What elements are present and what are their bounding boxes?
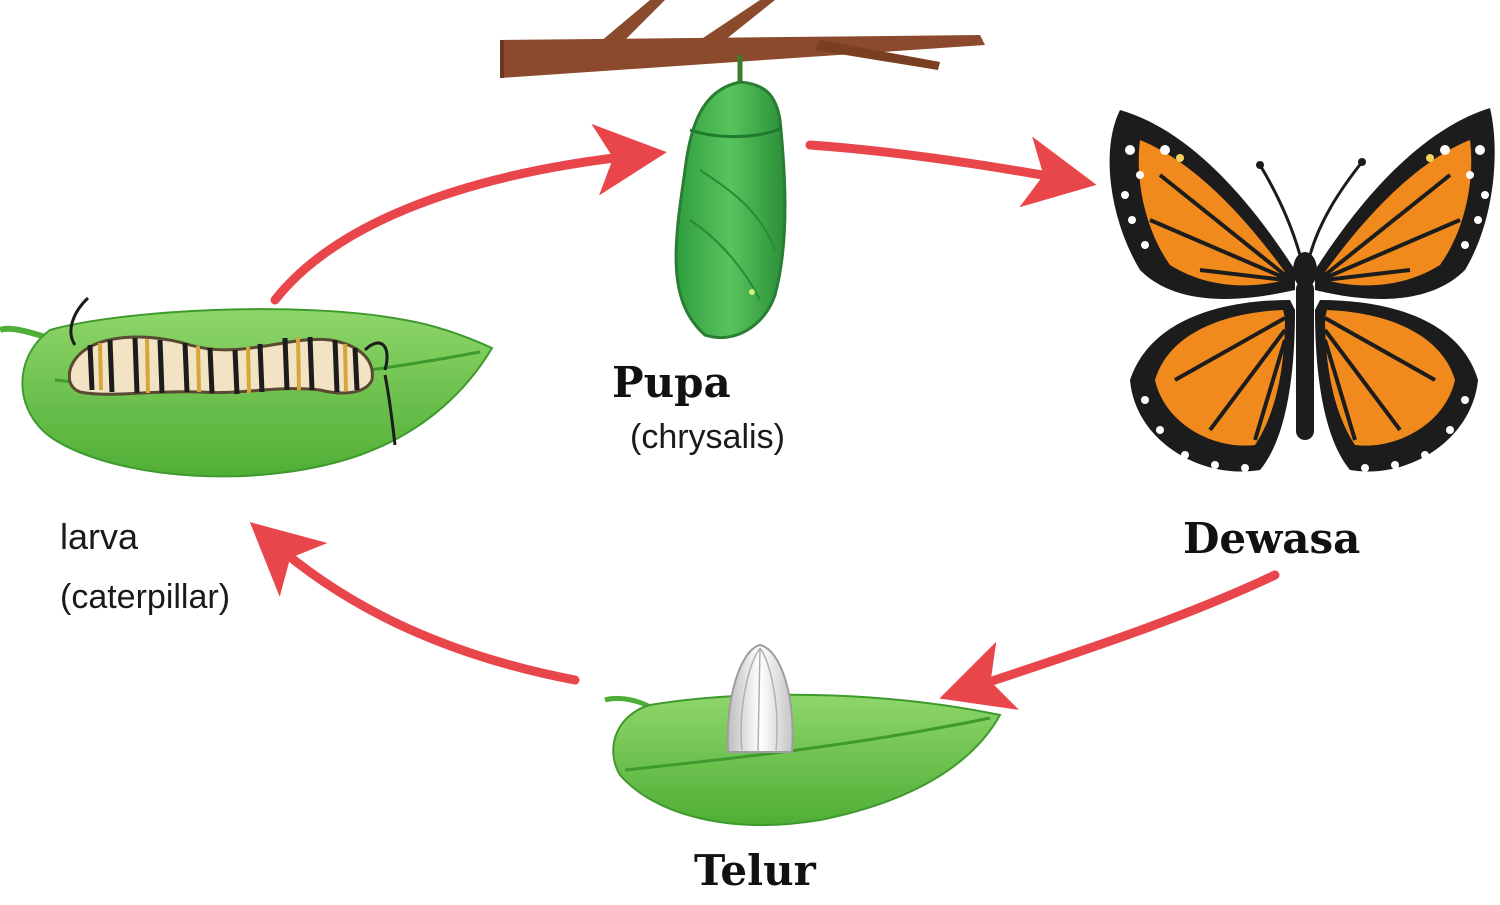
pupa-note: (chrysalis) [630,418,785,456]
butterfly-illustration [1109,108,1495,472]
larva-label: larva [60,516,139,557]
egg-leaf-illustration [604,693,1002,826]
chrysalis-illustration [674,55,787,340]
arrow-egg-to-larva [249,522,580,685]
arrow-larva-to-pupa [270,123,667,305]
egg-label: Telur [694,846,816,895]
larva-note: (caterpillar) [60,578,231,616]
egg-illustration [726,643,794,753]
arrow-pupa-to-adult [805,136,1097,208]
pupa-label: Pupa [612,358,731,407]
arrow-adult-to-egg [939,570,1280,710]
adult-label: Dewasa [1183,514,1361,563]
caterpillar-illustration [67,296,397,446]
